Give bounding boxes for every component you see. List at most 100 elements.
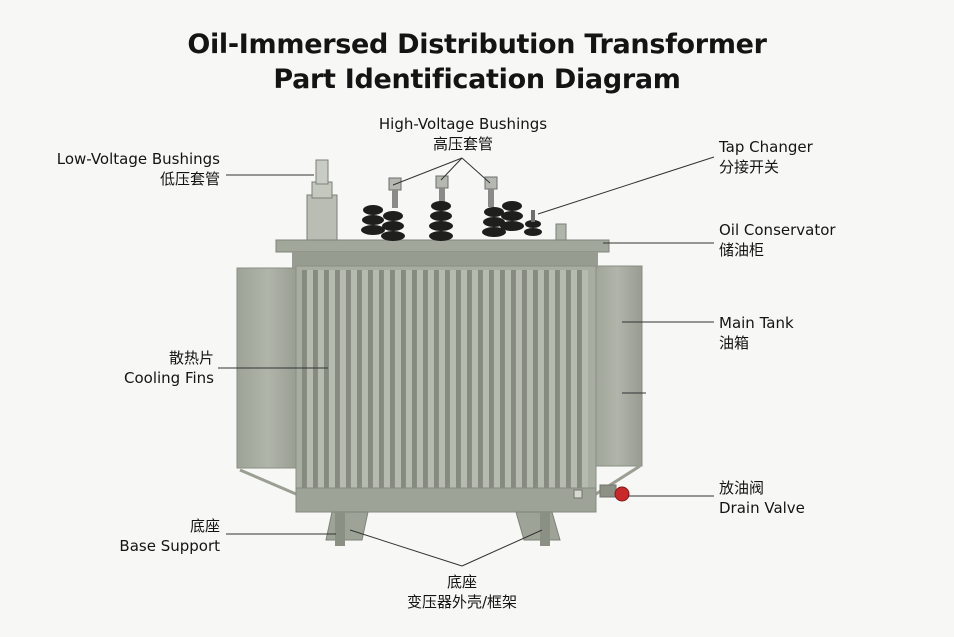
leader-hv-3 (461, 157, 491, 184)
cooling-fin-shadow (456, 270, 461, 488)
cooling-fin (548, 270, 555, 488)
label-oil-conservator: Oil Conservator 储油柜 (719, 220, 836, 260)
cooling-fin-shadow (489, 270, 494, 488)
base-support-left (325, 511, 369, 546)
cooling-fin-shadow (357, 270, 362, 488)
cooling-fin (559, 270, 566, 488)
high-voltage-zh: 高压套管 (432, 135, 493, 153)
cooling-fin (339, 270, 346, 488)
cooling-fin-shadow (445, 270, 450, 488)
cooling-fin-shadow (390, 270, 395, 488)
base-plate (295, 487, 597, 513)
cooling-fin-shadow (478, 270, 483, 488)
cooling-fin-shadow (302, 270, 307, 488)
low-voltage-bushing-assembly (306, 159, 338, 241)
cooling-fin-shadow (412, 270, 417, 488)
leader-hv-1 (392, 157, 463, 186)
label-base-frame: 底座 变压器外壳/框架 (362, 572, 562, 612)
base-frame-zh2: 变压器外壳/框架 (406, 593, 518, 611)
cooling-fin-shadow (346, 270, 351, 488)
base-support-en: Base Support (119, 537, 220, 555)
cooling-fin (394, 270, 401, 488)
label-cooling-fins: 散热片 Cooling Fins (20, 348, 214, 388)
leader-base-frame-left (349, 529, 463, 567)
cooling-fin-shadow (566, 270, 571, 488)
top-cover-rim (292, 252, 598, 268)
high-voltage-bushing-3 (482, 176, 524, 237)
cooling-fin (537, 270, 544, 488)
low-voltage-zh: 低压套管 (159, 170, 220, 188)
cooling-fin-shadow (313, 270, 318, 488)
cooling-fins-en: Cooling Fins (124, 369, 214, 387)
cooling-fin (570, 270, 577, 488)
drain-valve-en: Drain Valve (719, 499, 805, 517)
cooling-fin-shadow (335, 270, 340, 488)
label-main-tank: Main Tank 油箱 (719, 313, 794, 353)
label-high-voltage-bushings: High-Voltage Bushings 高压套管 (368, 114, 558, 154)
high-voltage-en: High-Voltage Bushings (378, 115, 548, 133)
leader-hv-2 (440, 157, 463, 181)
leader-base-frame-right (461, 529, 543, 567)
drain-valve (573, 484, 630, 502)
cooling-fin-shadow (467, 270, 472, 488)
cooling-fin-shadow (555, 270, 560, 488)
oil-conservator-en: Oil Conservator (719, 221, 836, 239)
cooling-fins-zh: 散热片 (168, 349, 214, 367)
cooling-fin-shadow (423, 270, 428, 488)
cooling-fin-shadow (324, 270, 329, 488)
top-cover (275, 239, 610, 253)
tap-changer (524, 210, 567, 241)
tap-changer-zh: 分接开关 (719, 158, 780, 176)
cooling-fin-shadow (577, 270, 582, 488)
cooling-fin (526, 270, 533, 488)
diagram-title-line2: Part Identification Diagram (273, 64, 681, 95)
high-voltage-bushing-1 (361, 177, 405, 241)
label-low-voltage-bushings: Low-Voltage Bushings 低压套管 (20, 149, 220, 189)
leader-tap-changer (537, 156, 715, 215)
cooling-fin (493, 270, 500, 488)
high-voltage-bushing-2 (429, 175, 453, 241)
base-support-right (515, 511, 561, 546)
cooling-fin (372, 270, 379, 488)
base-support-zh: 底座 (189, 517, 220, 535)
base-frame-zh1: 底座 (446, 573, 477, 591)
cooling-fin (350, 270, 357, 488)
drain-valve-zh: 放油阀 (719, 479, 765, 497)
cooling-fin (482, 270, 489, 488)
cooling-fin (449, 270, 456, 488)
cooling-fin-shadow (533, 270, 538, 488)
cooling-fin (416, 270, 423, 488)
cooling-fin (460, 270, 467, 488)
cooling-fin-shadow (544, 270, 549, 488)
cooling-fin (581, 270, 588, 488)
cooling-fin (383, 270, 390, 488)
cooling-fin-shadow (522, 270, 527, 488)
cooling-fin-shadow (434, 270, 439, 488)
cooling-fin (317, 270, 324, 488)
label-drain-valve: 放油阀 Drain Valve (719, 478, 805, 518)
cooling-fin-shadow (368, 270, 373, 488)
low-voltage-en: Low-Voltage Bushings (56, 150, 220, 168)
cooling-fins-group (302, 270, 588, 488)
oil-conservator-zh: 储油柜 (719, 241, 765, 259)
cooling-fin-shadow (401, 270, 406, 488)
cooling-fin (328, 270, 335, 488)
cooling-fin (306, 270, 313, 488)
cooling-fin (471, 270, 478, 488)
cooling-fin (504, 270, 511, 488)
main-tank-zh: 油箱 (719, 334, 750, 352)
cooling-fin (438, 270, 445, 488)
diagram-title-line1: Oil-Immersed Distribution Transformer (187, 29, 767, 60)
tap-changer-en: Tap Changer (719, 138, 813, 156)
cooling-fin (515, 270, 522, 488)
cooling-fin (361, 270, 368, 488)
cooling-fin (405, 270, 412, 488)
leader-lines (218, 156, 715, 567)
tank-right-wall (591, 265, 643, 467)
label-tap-changer: Tap Changer 分接开关 (719, 137, 813, 177)
cooling-fin-shadow (379, 270, 384, 488)
cooling-fin-shadow (511, 270, 516, 488)
cooling-fin-shadow (500, 270, 505, 488)
cooling-fin (427, 270, 434, 488)
